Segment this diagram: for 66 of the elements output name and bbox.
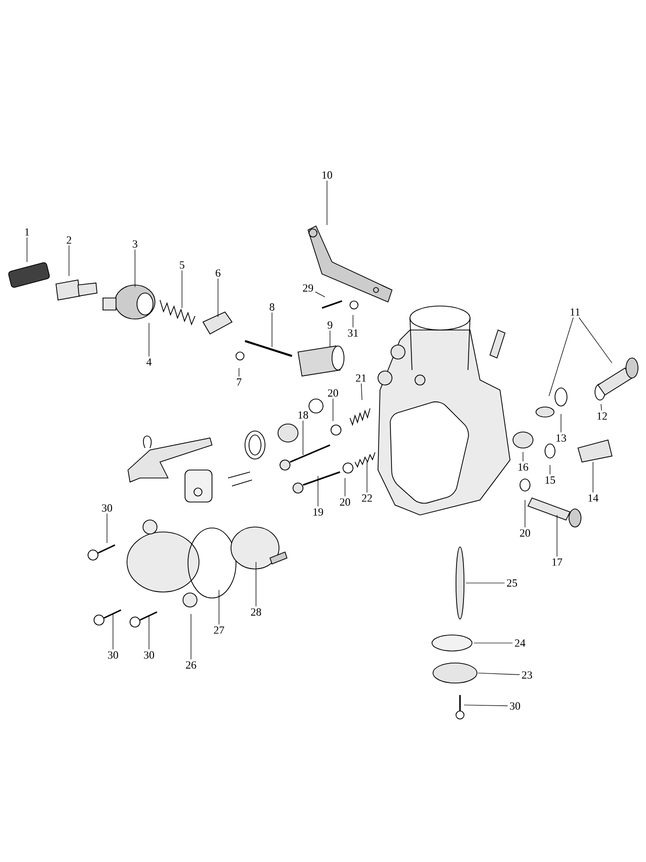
callout-number: 30: [108, 651, 118, 659]
callout-number: 31: [348, 329, 358, 337]
callout-number: 2: [66, 236, 72, 244]
leader-line: [360, 383, 362, 400]
callout-number: 30: [102, 504, 112, 512]
callout-number: 20: [520, 529, 530, 537]
leader-line: [106, 513, 108, 544]
callout-number: 5: [180, 261, 184, 269]
leader-line: [352, 314, 354, 328]
callout-number: 12: [597, 412, 607, 420]
callout-number: 22: [362, 494, 372, 502]
callout-number: 27: [214, 626, 224, 634]
callout-number: 14: [588, 494, 598, 502]
callout-number: 23: [522, 671, 532, 679]
leader-line: [600, 404, 602, 411]
leader-line: [112, 612, 114, 650]
leader-line: [302, 420, 304, 456]
callout-number: 21: [356, 374, 366, 382]
callout-number: 30: [510, 702, 520, 710]
leader-line: [464, 704, 508, 706]
callout-number: 16: [518, 463, 528, 471]
leader-line: [592, 462, 594, 493]
leader-line: [332, 398, 334, 422]
callout-number: 30: [144, 651, 154, 659]
leader-line: [366, 462, 368, 493]
leader-line: [466, 582, 505, 584]
callout-number: 19: [313, 508, 324, 516]
leader-line: [190, 614, 192, 660]
callout-number: 24: [515, 639, 526, 647]
callout-number: 18: [298, 411, 308, 419]
callout-number: 17: [552, 558, 562, 566]
callout-number: 6: [216, 269, 220, 277]
leader-line: [238, 368, 240, 377]
leader-line: [218, 590, 220, 625]
leader-line: [344, 478, 346, 497]
callout-number: 29: [303, 284, 314, 292]
callout-number: 11: [570, 308, 580, 316]
callout-number: 15: [545, 476, 556, 484]
leader-line: [26, 237, 28, 262]
leader-line: [68, 245, 70, 276]
leader-line: [315, 292, 326, 298]
leader-line: [560, 414, 562, 433]
leader-line: [148, 322, 150, 357]
callout-number: 26: [186, 661, 196, 669]
leader-line: [556, 514, 558, 557]
leader-line: [134, 249, 136, 288]
leader-line: [524, 500, 526, 528]
callout-number: 20: [328, 389, 338, 397]
leader-line: [522, 452, 524, 462]
callout-number: 8: [270, 303, 274, 311]
leader-line: [578, 317, 612, 364]
callout-number: 13: [556, 434, 566, 442]
leader-line: [548, 317, 574, 396]
leader-line: [474, 642, 513, 644]
callout-number: 20: [340, 498, 350, 506]
callout-number: 10: [322, 171, 332, 179]
callout-number: 9: [328, 321, 332, 329]
leader-line: [148, 614, 150, 650]
callout-number: 25: [507, 579, 518, 587]
callout-number: 1: [25, 228, 30, 236]
callout-number: 7: [236, 378, 242, 386]
callout-number: 4: [146, 358, 152, 366]
leader-line: [326, 180, 328, 226]
callout-number: 28: [251, 608, 262, 616]
leader-line: [478, 672, 520, 675]
callout-number: 3: [132, 240, 138, 248]
